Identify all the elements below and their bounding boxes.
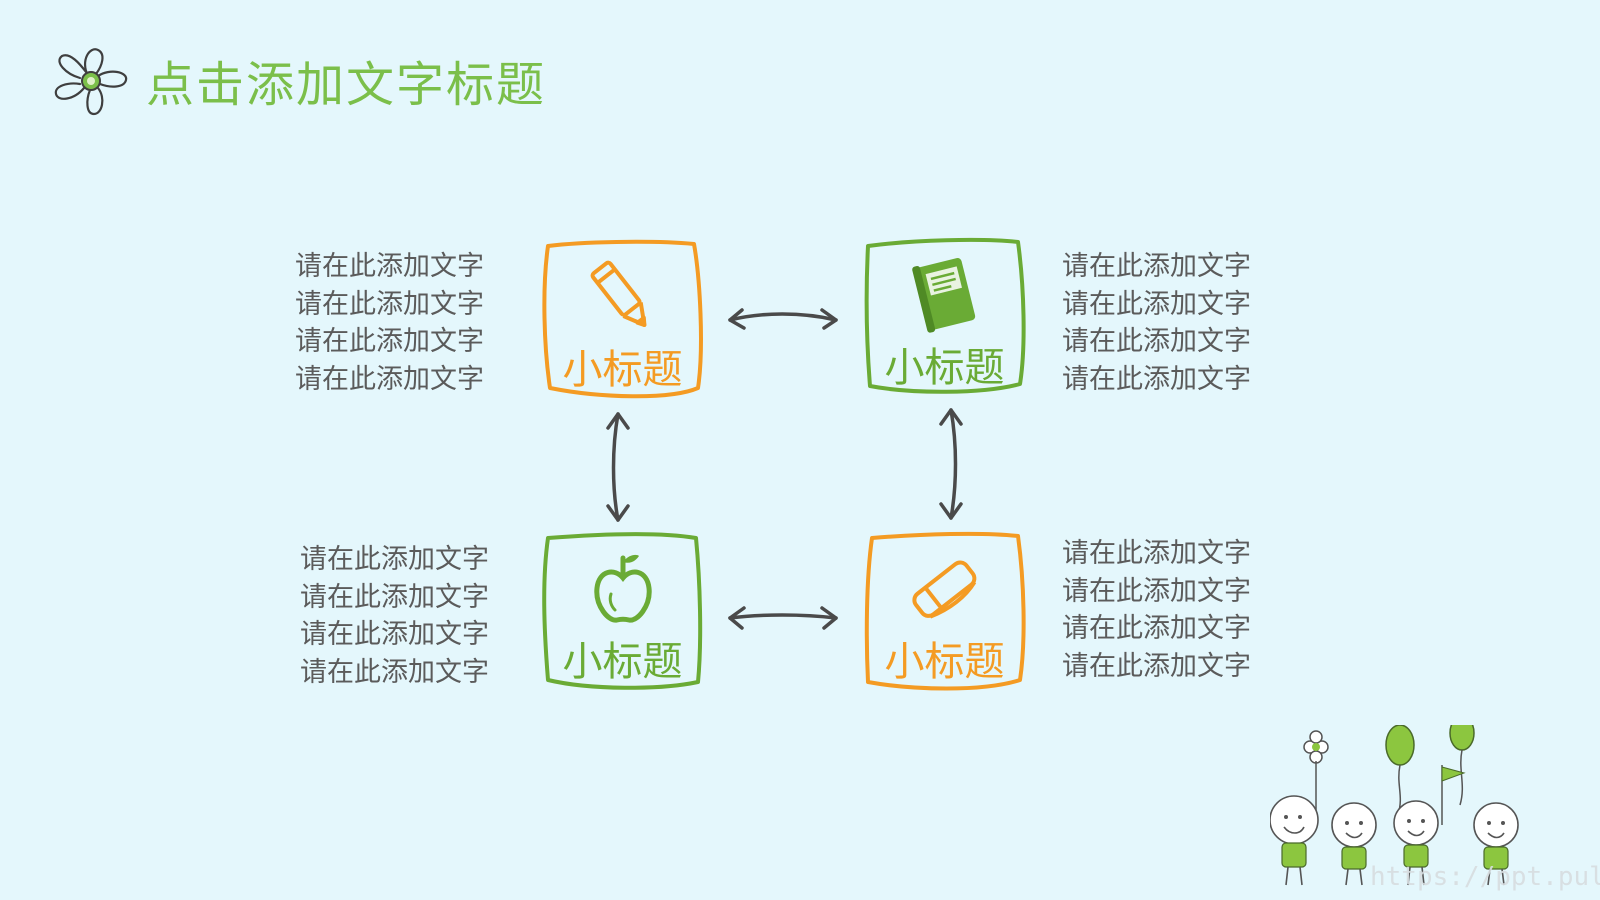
text-block-bottom-left[interactable]: 请在此添加文字 请在此添加文字 请在此添加文字 请在此添加文字 — [300, 541, 530, 691]
text-line: 请在此添加文字 — [300, 619, 489, 650]
card-title: 小标题 — [562, 639, 683, 685]
text-block-top-right[interactable]: 请在此添加文字 请在此添加文字 请在此添加文字 请在此添加文字 — [1062, 248, 1292, 398]
eraser-icon — [911, 560, 976, 619]
double-arrow-left — [606, 412, 630, 522]
card-frame — [542, 239, 703, 399]
text-line: 请在此添加文字 — [1062, 575, 1251, 607]
text-block-bottom-right[interactable]: 请在此添加文字 请在此添加文字 请在此添加文字 请在此添加文字 — [1062, 535, 1292, 685]
card-frame — [864, 237, 1026, 394]
page-title[interactable]: 点击添加文字标题 — [146, 57, 547, 113]
apple-icon — [593, 554, 652, 623]
text-line: 请在此添加文字 — [300, 656, 489, 688]
card-pencil[interactable]: 小标题 — [540, 238, 705, 403]
double-arrow-top — [728, 308, 838, 330]
double-arrow-bottom — [728, 606, 838, 630]
kids-illustration — [1270, 725, 1519, 886]
text-line: 请在此添加文字 — [1062, 650, 1251, 682]
watermark: https://ppt.pull.de — [1370, 862, 1600, 892]
text-line: 请在此添加文字 — [300, 581, 489, 613]
card-book[interactable]: 小标题 — [862, 236, 1027, 401]
card-eraser[interactable]: 小标题 — [862, 530, 1027, 695]
text-line: 请在此添加文字 — [1062, 538, 1251, 569]
text-line: 请在此添加文字 — [1062, 363, 1251, 395]
double-arrow-right — [939, 408, 963, 520]
text-line: 请在此添加文字 — [300, 544, 489, 575]
card-title: 小标题 — [884, 639, 1005, 685]
card-frame — [542, 532, 703, 690]
flower-icon — [54, 48, 128, 116]
text-line: 请在此添加文字 — [295, 363, 484, 395]
text-line: 请在此添加文字 — [295, 251, 484, 282]
pencil-icon — [590, 260, 646, 327]
book-icon — [911, 257, 975, 333]
card-frame — [864, 531, 1026, 691]
text-line: 请在此添加文字 — [295, 288, 484, 320]
text-line: 请在此添加文字 — [1062, 613, 1251, 644]
card-apple[interactable]: 小标题 — [540, 530, 705, 695]
text-block-top-left[interactable]: 请在此添加文字 请在此添加文字 请在此添加文字 请在此添加文字 — [295, 248, 525, 398]
text-line: 请在此添加文字 — [1062, 251, 1251, 282]
card-title: 小标题 — [562, 347, 683, 393]
text-line: 请在此添加文字 — [1062, 288, 1251, 320]
card-title: 小标题 — [884, 345, 1005, 391]
text-line: 请在此添加文字 — [1062, 326, 1251, 357]
text-line: 请在此添加文字 — [295, 326, 484, 357]
header: 点击添加文字标题 — [40, 40, 546, 120]
